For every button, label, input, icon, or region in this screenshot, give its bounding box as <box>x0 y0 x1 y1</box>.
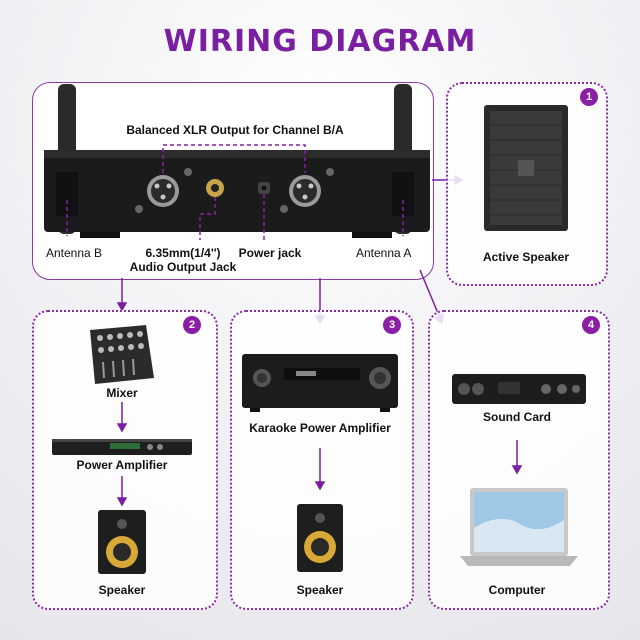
page-title: WIRING DIAGRAM <box>163 24 477 59</box>
option-3-box <box>230 310 414 610</box>
computer-label: Computer <box>488 583 546 597</box>
option-1-badge: 1 <box>580 88 598 106</box>
speaker-label-2: Speaker <box>98 583 146 597</box>
power-amplifier-label: Power Amplifier <box>76 458 168 472</box>
audio-jack-label-line1: 6.35mm(1/4'') <box>145 246 221 260</box>
antenna-b-label: Antenna B <box>46 246 103 260</box>
antenna-a-label: Antenna A <box>356 246 412 260</box>
power-jack-label: Power jack <box>238 246 302 260</box>
sound-card-label: Sound Card <box>483 410 551 424</box>
mixer-label: Mixer <box>106 386 138 400</box>
speaker-label-3: Speaker <box>296 583 344 597</box>
option-4-box <box>428 310 610 610</box>
audio-jack-label-line2: Audio Output Jack <box>129 260 237 274</box>
active-speaker-label: Active Speaker <box>482 250 570 264</box>
karaoke-amplifier-label: Karaoke Power Amplifier <box>249 421 391 435</box>
xlr-output-label: Balanced XLR Output for Channel B/A <box>126 123 344 137</box>
option-3-badge: 3 <box>383 316 401 334</box>
option-4-badge: 4 <box>582 316 600 334</box>
option-2-badge: 2 <box>183 316 201 334</box>
